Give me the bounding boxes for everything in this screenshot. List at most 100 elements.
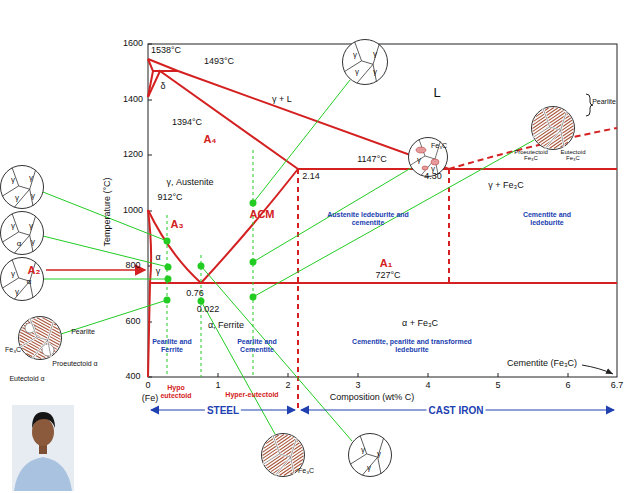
grain-boundary	[273, 436, 280, 454]
micro-label: γ	[31, 238, 35, 246]
axis-tick-label: 800	[125, 261, 140, 271]
grain-boundary	[373, 64, 376, 81]
a3-line	[148, 210, 201, 283]
microstructure-circle: γ γ γ γ	[0, 165, 44, 209]
axis-tick-label: 400	[125, 372, 140, 382]
green-dot	[198, 263, 205, 270]
diagram-label: γ, Austenite	[166, 178, 213, 188]
micro-label: γ	[11, 270, 15, 278]
presenter-shirt	[14, 457, 72, 491]
presenter-photo	[12, 405, 74, 491]
green-dot	[250, 294, 257, 301]
micro-label: γ	[31, 192, 35, 200]
eutectoid-line	[150, 282, 617, 284]
grain-boundary	[291, 457, 294, 474]
axis-tick-label: 1000	[123, 206, 143, 216]
diagram-label: α, Ferrite	[208, 321, 244, 331]
grain-boundary	[19, 186, 30, 189]
grain-boundary	[561, 130, 564, 147]
micro-label: γ	[15, 194, 19, 202]
grain-boundary	[561, 111, 567, 130]
grain-boundary	[41, 340, 48, 348]
grain-boundary	[2, 278, 19, 288]
microstructure-circle: γγγ	[348, 433, 392, 477]
solidus-line	[148, 71, 298, 169]
pearlite-lamella	[541, 123, 573, 145]
axis-tick-label: 6.7	[611, 381, 624, 391]
grain-boundary	[41, 340, 48, 348]
micro-label: γ	[353, 51, 357, 59]
microstructure	[342, 39, 388, 85]
micro-label: Pearlite	[71, 328, 95, 335]
micro-label: Eutectoid α	[9, 375, 44, 382]
diagram-label: Austenite ledeburite and cementite	[313, 211, 423, 226]
axis-tick-label: 2	[285, 381, 290, 391]
grain-boundary	[37, 337, 48, 340]
axis-tick-label: 0	[145, 381, 150, 391]
microstructure-circle: γαγ	[0, 257, 44, 301]
grain-boundary	[284, 457, 291, 465]
micro-label: γ	[15, 288, 19, 296]
cementite-arrow	[582, 365, 613, 374]
microstructure-circle: PearliteProeutectoid Fe₃CEutectoid Fe₃C	[531, 106, 575, 150]
microstructure	[0, 165, 44, 209]
grain-boundary	[543, 109, 550, 127]
micro-label: γ	[373, 50, 377, 58]
micro-label: Fe₃C	[5, 346, 21, 353]
eutectic-composition	[448, 169, 450, 283]
diagram-label: δ	[160, 82, 165, 92]
grain-boundary	[371, 457, 378, 465]
micro-label: γ	[29, 174, 33, 182]
grain-boundary	[275, 465, 284, 475]
diagram-label: Temperature (°C)	[103, 177, 113, 246]
grain-boundary	[273, 436, 280, 454]
grain-boundary	[280, 454, 291, 457]
diagram-label: L	[433, 86, 440, 100]
liquidus-line	[148, 59, 449, 169]
diagram-label: A₁	[380, 257, 393, 269]
micro-label: γ	[11, 222, 15, 230]
grain-boundary	[30, 319, 37, 337]
grain-boundary	[550, 127, 561, 130]
diagram-label: A₃	[170, 218, 183, 230]
grain-boundary	[14, 289, 23, 299]
axis-tick-label: 1200	[123, 150, 143, 160]
diagram-label: Pearlite and Ferrite	[147, 338, 197, 353]
pearlite-lamella	[22, 348, 41, 358]
grain-boundary	[2, 232, 19, 242]
grain-boundary	[23, 235, 30, 243]
grain-boundary	[533, 127, 550, 137]
grain-boundary	[291, 438, 297, 457]
grain-boundary	[350, 454, 367, 464]
axis-tick-label: 1	[215, 381, 220, 391]
micro-label: γ	[361, 446, 365, 454]
micro-label: Pearlite	[592, 98, 616, 105]
grain-boundary	[291, 457, 294, 474]
diagram-label: γ + Fe₃C	[488, 181, 523, 191]
grain-boundary	[545, 138, 554, 148]
grain-boundary	[410, 156, 425, 165]
diagram-label: ACM	[249, 208, 274, 220]
diagram-label: Pearlite and Cementite	[227, 338, 287, 353]
grain-boundary	[30, 216, 36, 235]
micro-label: Fe₃C	[431, 142, 447, 149]
grain-boundary	[275, 465, 284, 475]
diagram-label: α + Fe₃C	[402, 319, 438, 329]
micro-label: Proeutectoid α	[52, 360, 97, 367]
grain-boundary	[48, 340, 51, 357]
microstructure-circle: Fe₃Cγγ	[408, 137, 448, 177]
grain-boundary	[48, 340, 51, 357]
micro-label: γ	[367, 464, 371, 472]
diagram-label: Hyper-eutectoid	[225, 391, 278, 399]
diagram-label: (Fe)	[142, 394, 159, 404]
axis-tick-label: 3	[355, 381, 360, 391]
grain-boundary	[561, 111, 567, 130]
cementite-particle	[422, 166, 428, 170]
steel-limit	[297, 169, 299, 410]
green-dot	[165, 264, 172, 271]
grain-boundary	[362, 465, 371, 475]
grain-boundary	[373, 44, 379, 64]
micro-label: γ	[11, 176, 15, 184]
